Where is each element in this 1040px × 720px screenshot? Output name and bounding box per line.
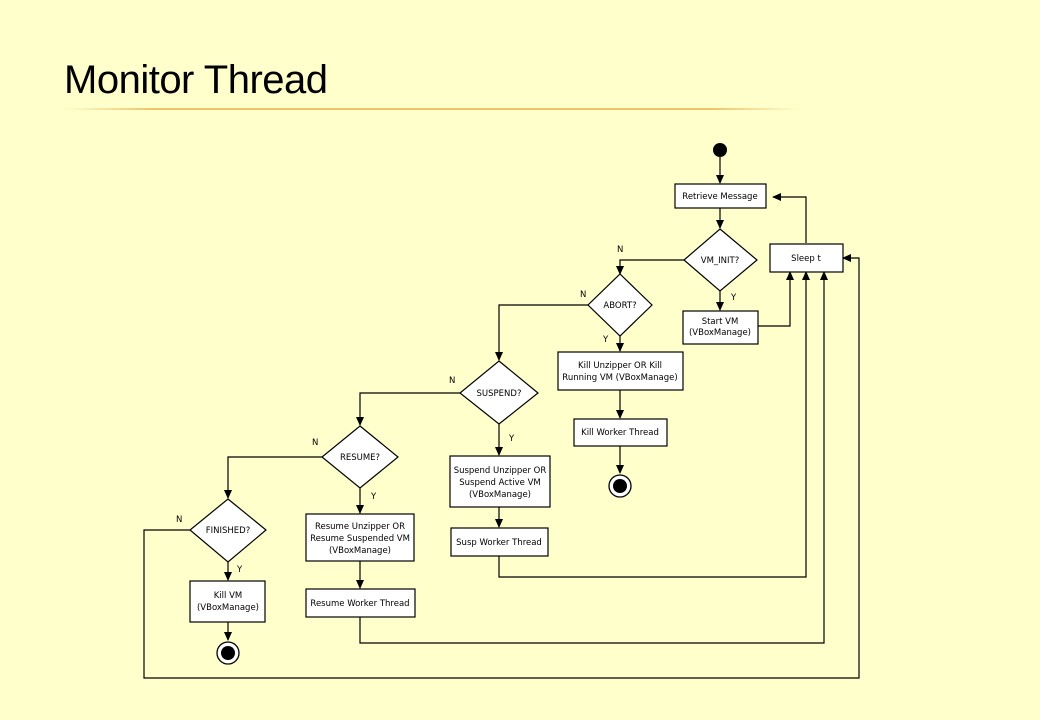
edge-sleep-to-retrieve [772,193,807,243]
edge-vminit-no [616,259,684,275]
kill-unzipper-label-line2: Running VM (VBoxManage) [562,373,677,383]
suspend-unzipper-label-line3: (VBoxManage) [469,490,531,500]
finished-decision: FINISHED? [189,498,267,563]
suspend-unzipper-label-line2: Suspend Active VM [459,478,540,488]
label-abort-yes: Y [602,335,609,345]
vm-init-label: VM_INIT? [701,256,739,266]
finished-label: FINISHED? [206,526,250,536]
label-vminit-yes: Y [730,293,737,303]
edge-resumeworker-to-sleep [359,271,828,644]
resume-decision: RESUME? [321,425,399,489]
label-vminit-no: N [617,245,623,255]
start-vm-node: Start VM (VBoxManage) [682,310,759,345]
edge-startvm-to-sleep [758,271,794,327]
start-vm-label-line1: Start VM [702,317,739,327]
abort-decision: ABORT? [587,273,653,337]
vm-init-decision: VM_INIT? [683,228,758,292]
start-vm-label-line2: (VBoxManage) [689,328,751,338]
edge-finished-no [143,254,860,679]
kill-unzipper-node: Kill Unzipper OR Kill Running VM (VBoxMa… [557,351,684,391]
label-suspend-no: N [449,376,455,386]
suspend-decision: SUSPEND? [459,360,539,425]
sleep-label: Sleep t [791,254,821,264]
label-resume-yes: Y [370,492,377,502]
edge-suspend-no [356,392,460,426]
end-node-finished [216,641,240,665]
kill-vm-node: Kill VM (VBoxManage) [189,580,266,623]
kill-worker-thread-node: Kill Worker Thread [573,418,668,447]
resume-worker-thread-label: Resume Worker Thread [310,599,409,609]
resume-unzipper-label-line1: Resume Unzipper OR [315,522,405,532]
resume-unzipper-label-line2: Resume Suspended VM [310,534,410,544]
kill-vm-label-line1: Kill VM [214,591,243,601]
slide-title: Monitor Thread [64,58,328,102]
resume-label: RESUME? [340,453,380,463]
kill-worker-thread-label: Kill Worker Thread [581,428,659,438]
title-underline [64,108,800,110]
edge-abort-no [495,304,588,361]
flow-edges [143,156,860,679]
branch-labels: N Y N Y N Y N Y N Y [176,245,737,575]
suspend-unzipper-label-line1: Suspend Unzipper OR [454,466,547,476]
suspend-unzipper-node: Suspend Unzipper OR Suspend Active VM (V… [449,455,551,508]
retrieve-message-label: Retrieve Message [682,192,757,202]
resume-unzipper-label-line3: (VBoxManage) [329,546,391,556]
susp-worker-thread-label: Susp Worker Thread [456,538,542,548]
label-resume-no: N [312,438,318,448]
resume-worker-thread-node: Resume Worker Thread [305,588,416,618]
susp-worker-thread-node: Susp Worker Thread [450,527,549,557]
kill-unzipper-label-line1: Kill Unzipper OR Kill [578,361,662,371]
label-finished-yes: Y [236,565,243,575]
sleep-node: Sleep t [769,243,844,273]
label-finished-no: N [176,515,182,525]
kill-vm-label-line2: (VBoxManage) [197,603,259,613]
resume-unzipper-node: Resume Unzipper OR Resume Suspended VM (… [305,513,415,562]
edge-resume-no [224,456,322,499]
abort-label: ABORT? [603,301,636,311]
label-abort-no: N [580,290,586,300]
edge-suspworker-to-sleep [498,271,810,578]
start-node [713,143,727,157]
suspend-label: SUSPEND? [477,389,522,399]
end-node-kill [608,474,632,498]
label-suspend-yes: Y [508,434,515,444]
retrieve-message-node: Retrieve Message [674,183,767,209]
